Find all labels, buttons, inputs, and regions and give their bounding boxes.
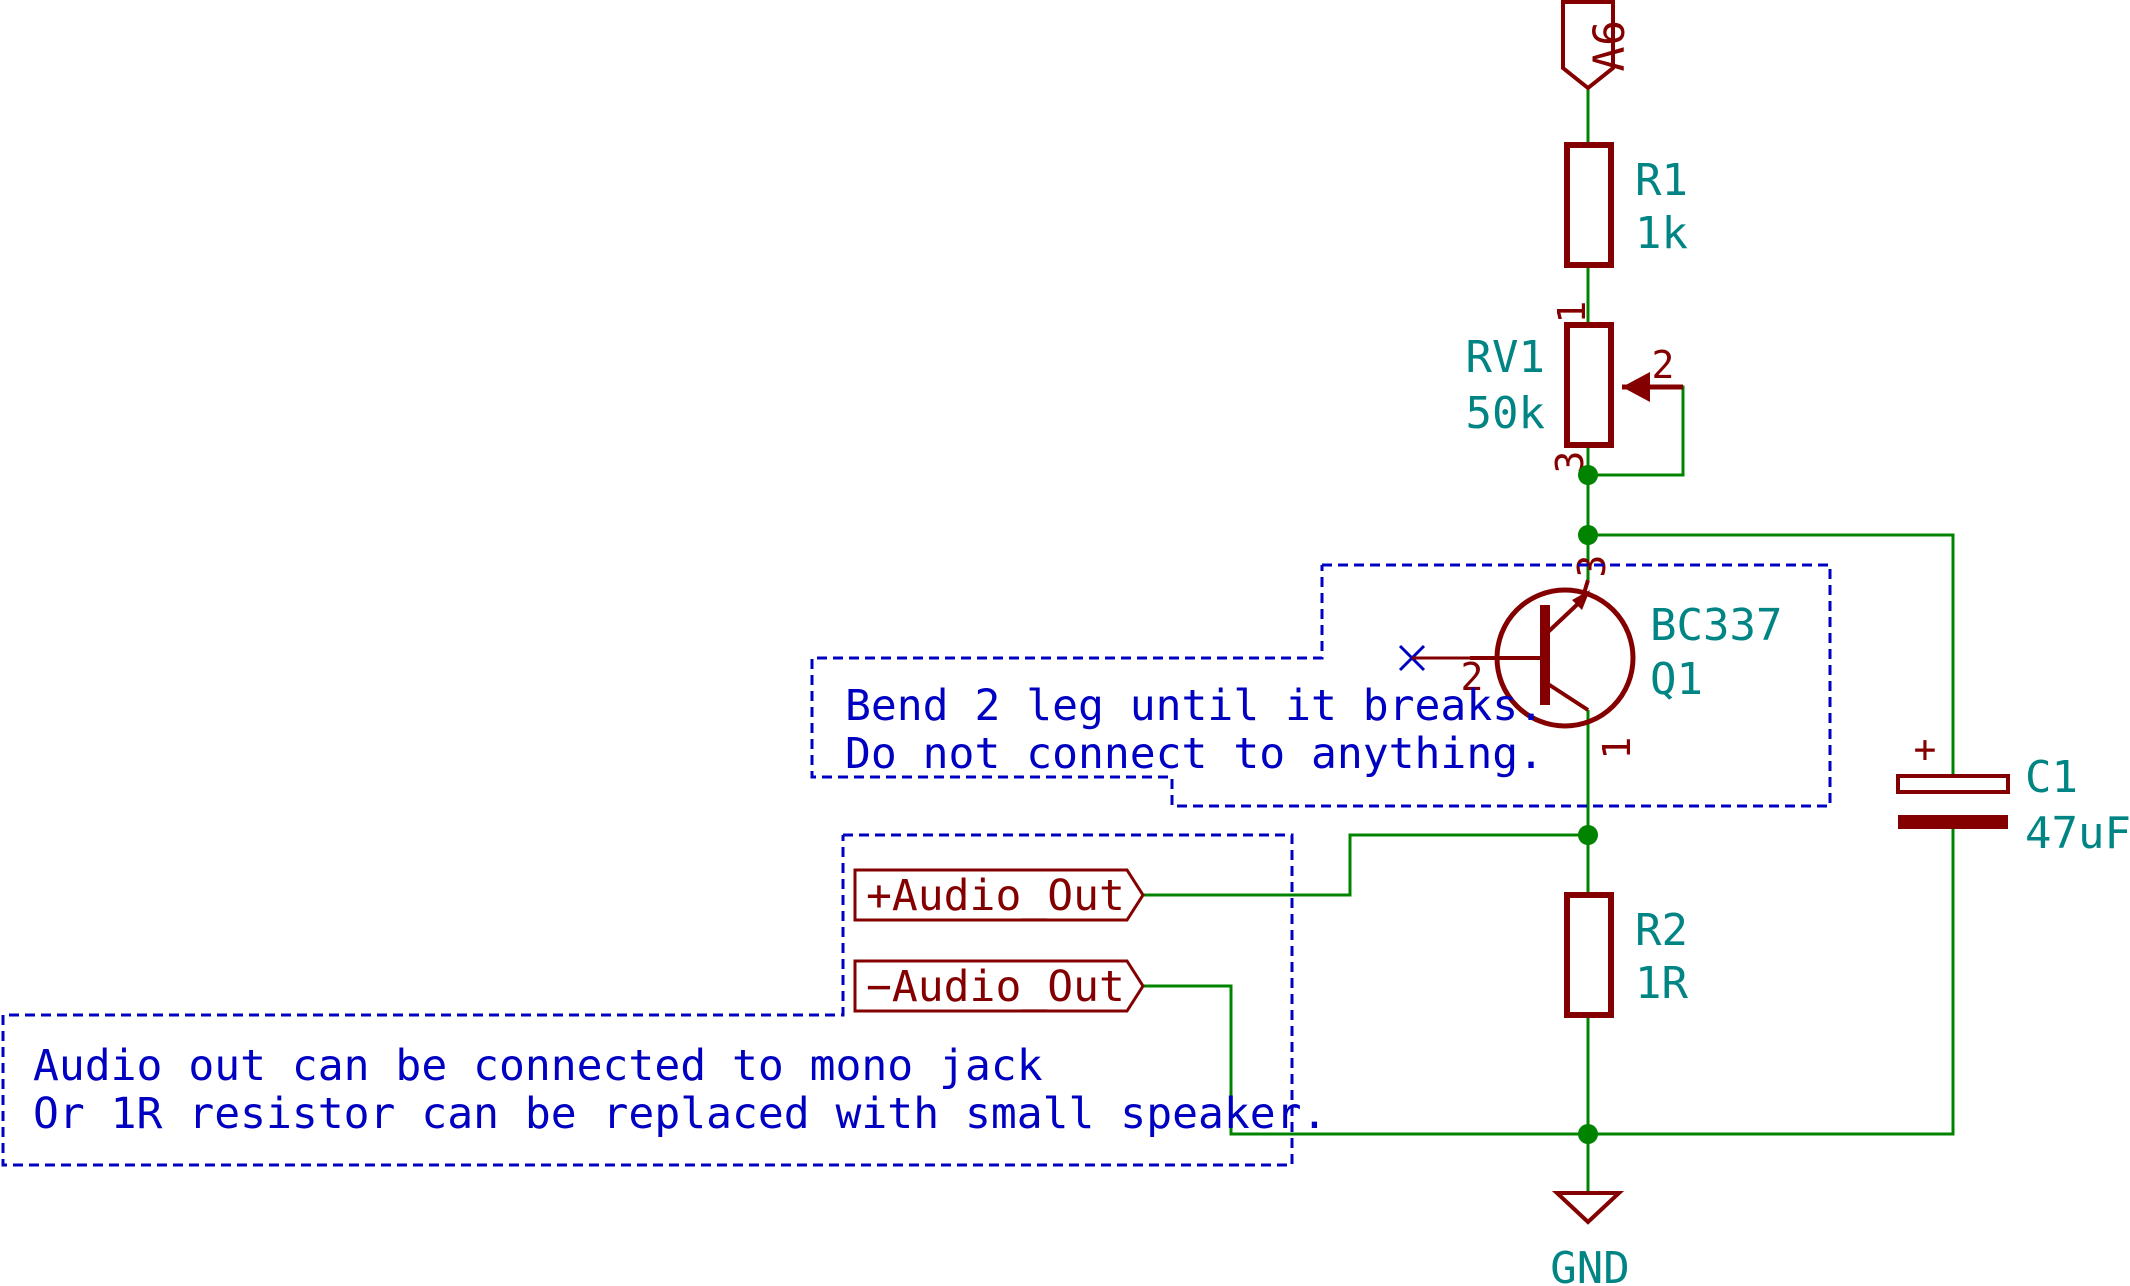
junction-dot bbox=[1578, 525, 1598, 545]
r1-ref: R1 bbox=[1635, 155, 1688, 206]
power-9v-flag: 9V bbox=[1561, 0, 1632, 91]
wires bbox=[1143, 88, 1955, 1193]
audio-note-line-2: Or 1R resistor can be replaced with smal… bbox=[33, 1089, 1327, 1139]
audio-minus-text: −Audio_Out bbox=[866, 962, 1125, 1012]
c1-polarity: + bbox=[1914, 727, 1937, 771]
wire-audio-plus bbox=[1143, 833, 1588, 897]
q1-value: BC337 bbox=[1650, 600, 1782, 651]
wire-top-c1 bbox=[1588, 533, 1955, 776]
r2-value: 1R bbox=[1635, 958, 1688, 1009]
wire-rv1-wiper bbox=[1588, 385, 1685, 477]
capacitor-c1: + C1 47uF bbox=[1896, 727, 2130, 859]
rv1-ref: RV1 bbox=[1466, 332, 1545, 383]
r2-ref: R2 bbox=[1635, 905, 1688, 956]
c1-value: 47uF bbox=[2025, 808, 2130, 859]
audio-minus-label: −Audio_Out bbox=[853, 959, 1145, 1013]
q1-ref: Q1 bbox=[1650, 654, 1703, 705]
power-9v-label: 9V bbox=[1582, 20, 1632, 72]
rv1-pin-3: 3 bbox=[1548, 451, 1592, 474]
resistor-r2: R2 1R bbox=[1564, 892, 1688, 1018]
q1-pin-emitter: 1 bbox=[1595, 737, 1639, 760]
potentiometer-rv1: 1 2 3 RV1 50k bbox=[1466, 301, 1683, 474]
audio-plus-text: +Audio_Out bbox=[866, 871, 1125, 921]
q1-pin-base: 2 bbox=[1461, 655, 1484, 699]
rv1-value: 50k bbox=[1466, 388, 1545, 439]
q1-pin-collector: 3 bbox=[1570, 555, 1614, 578]
transistor-note-line-1: Bend 2 leg until it breaks. bbox=[845, 681, 1544, 731]
junction-dot bbox=[1578, 1124, 1598, 1144]
resistor-r1: R1 1k bbox=[1564, 142, 1688, 268]
transistor-note-line-2: Do not connect to anything. bbox=[845, 729, 1544, 779]
rv1-pin-1: 1 bbox=[1550, 301, 1594, 324]
audio-note-border bbox=[1, 833, 1294, 1167]
gnd-label: GND bbox=[1550, 1243, 1629, 1286]
audio-plus-label: +Audio_Out bbox=[853, 868, 1145, 922]
junction-dot bbox=[1578, 465, 1598, 485]
r1-value: 1k bbox=[1635, 208, 1688, 259]
junctions bbox=[1578, 465, 1598, 1144]
transistor-q1: 2 3 1 BC337 Q1 bbox=[1398, 555, 1782, 760]
c1-ref: C1 bbox=[2025, 752, 2078, 803]
audio-note-line-1: Audio out can be connected to mono jack bbox=[33, 1041, 1043, 1091]
ground-symbol: GND bbox=[1550, 1191, 1630, 1286]
rv1-pin-2: 2 bbox=[1652, 343, 1675, 387]
wire-c1-gnd bbox=[1143, 826, 1955, 1136]
junction-dot bbox=[1578, 825, 1598, 845]
